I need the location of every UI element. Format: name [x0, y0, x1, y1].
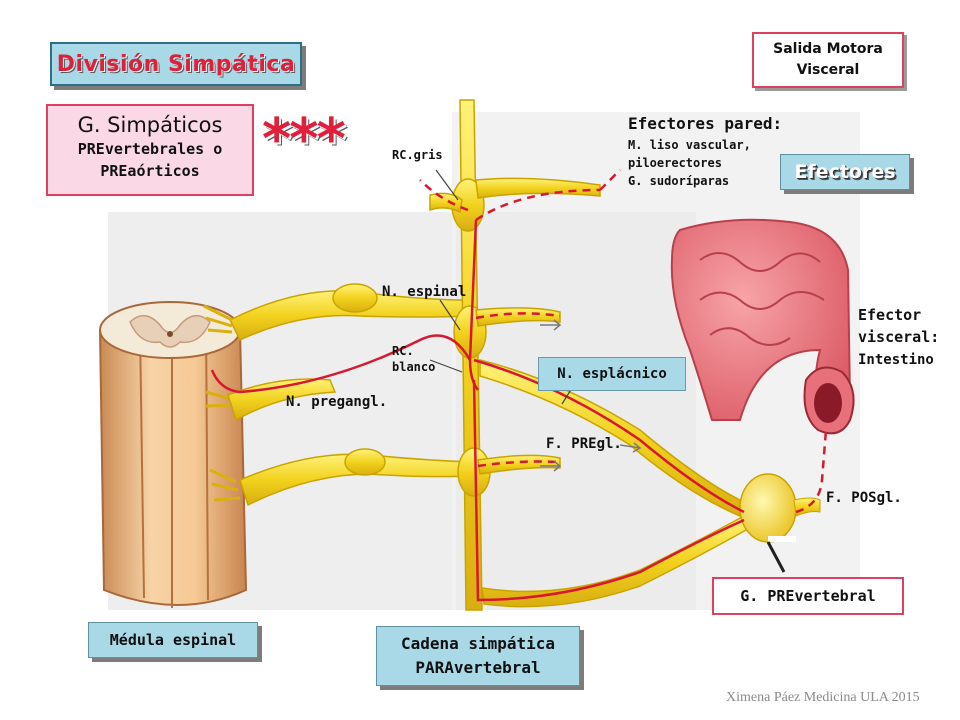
- salida-motora-line2: Visceral: [796, 62, 860, 78]
- nerve-rootlets: [203, 304, 241, 502]
- label-g-prevertebral-box: G. PREvertebral: [712, 577, 904, 615]
- page-title: División Simpática: [56, 51, 296, 77]
- label-n-esplacnico-box: N. esplácnico: [538, 357, 686, 391]
- g-simpaticos-line2: PREvertebrales o: [77, 140, 223, 158]
- fiber-arrows: [540, 319, 642, 472]
- efector-visceral-line1: Efector: [858, 306, 922, 324]
- preganglionic-fibers: [210, 219, 745, 602]
- label-medula-espinal-box: Médula espinal: [88, 622, 258, 658]
- postganglionic-fibers: [419, 169, 828, 514]
- label-f-posgl: F. POSgl.: [826, 490, 902, 506]
- g-simpaticos-line3: PREaórticos: [100, 162, 200, 180]
- label-cadena-2: PARAvertebral: [415, 658, 541, 677]
- efectores-pared-line2: piloerectores: [628, 156, 722, 170]
- credit-text: Ximena Páez Medicina ULA 2015: [726, 690, 920, 705]
- title-box: División Simpática: [50, 42, 302, 86]
- label-n-esplacnico: N. esplácnico: [557, 366, 667, 382]
- g-simpaticos-box: G. Simpáticos PREvertebrales o PREaórtic…: [46, 104, 254, 196]
- label-rc-blanco-1: RC.: [392, 344, 414, 358]
- efector-visceral-line2: visceral:: [858, 328, 940, 346]
- salida-motora-line1: Salida Motora: [773, 41, 883, 57]
- efectores-badge-label: Efectores: [794, 161, 896, 183]
- label-medula-espinal: Médula espinal: [109, 631, 237, 649]
- efectores-pared-line1: M. liso vascular,: [628, 138, 751, 152]
- g-simpaticos-title: G. Simpáticos: [77, 113, 223, 137]
- leader-lines: [429, 169, 786, 573]
- label-g-prevertebral: G. PREvertebral: [740, 587, 876, 605]
- label-rc-gris: RC.gris: [392, 148, 443, 162]
- intestine-illustration: [670, 218, 855, 435]
- label-n-pregangl: N. pregangl.: [286, 394, 388, 410]
- label-rc-blanco-2: blanco: [392, 360, 436, 374]
- efectores-pared-heading: Efectores pared:: [628, 114, 783, 133]
- label-cadena-box: Cadena simpática PARAvertebral: [376, 626, 580, 686]
- efectores-pared-line3: G. sudoríparas: [628, 174, 730, 188]
- label-n-espinal: N. espinal: [382, 284, 467, 300]
- spinal-nerves: [227, 283, 471, 507]
- efectores-badge: Efectores: [780, 154, 910, 190]
- spinal-cord: [98, 301, 248, 608]
- efector-visceral-line3: Intestino: [858, 352, 934, 368]
- salida-motora-box: Salida Motora Visceral: [752, 32, 904, 88]
- chain-branches: [429, 177, 601, 475]
- label-f-pregl: F. PREgl.: [546, 436, 622, 452]
- label-cadena-1: Cadena simpática: [400, 634, 556, 653]
- stars-emphasis: ***: [262, 107, 346, 172]
